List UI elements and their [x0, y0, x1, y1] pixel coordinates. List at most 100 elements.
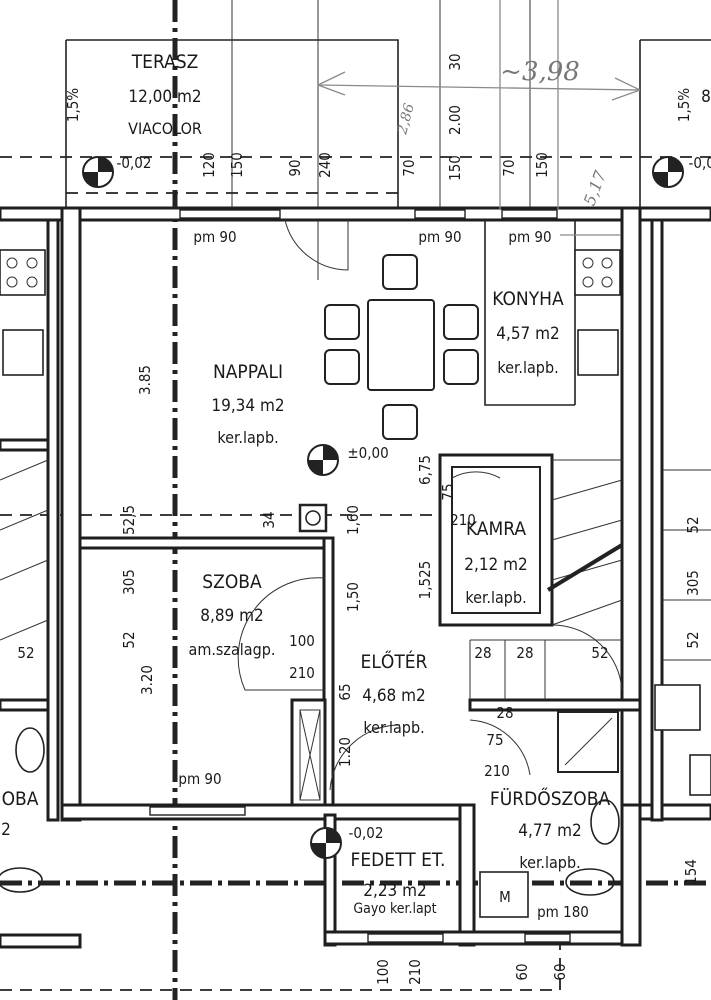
pencil-annotations	[317, 0, 641, 236]
dimension-label: 52	[591, 644, 608, 662]
room-area: 12,00 m2	[128, 87, 201, 107]
dimension-label: 154	[682, 859, 700, 885]
dimension-label: 2.00	[446, 105, 464, 135]
dimension-label: 305	[120, 569, 138, 595]
dimension-label: 70	[500, 159, 518, 176]
dimension-label: 52	[684, 631, 702, 648]
windows	[149, 209, 571, 943]
chimney-flue	[305, 510, 321, 526]
dimension-label: pm 180	[537, 903, 589, 921]
room-eloter: ELŐTÉR 4,68 m2 ker.lapb.	[361, 649, 428, 737]
dimension-label: 100	[289, 632, 315, 650]
dimension-label: M	[499, 888, 511, 906]
dimension-label: 210	[289, 664, 315, 682]
dimension-label: 75	[486, 731, 503, 749]
dimension-label: 1.20	[336, 737, 354, 767]
level-marker-icon	[310, 827, 342, 859]
dimension-label: 6,75	[416, 455, 434, 485]
handwritten-note: 5,17	[580, 167, 610, 208]
terrace-outline	[0, 0, 711, 280]
room-name: KAMRA	[466, 518, 526, 540]
dimension-label: 3.85	[136, 365, 154, 395]
dimension-label: 52	[120, 631, 138, 648]
dimension-label: 70	[400, 159, 418, 176]
room-name: KONYHA	[492, 288, 564, 310]
dimension-label: 210	[450, 511, 476, 529]
dimension-label: 3.20	[138, 665, 156, 695]
bathroom-fixtures	[0, 684, 711, 918]
room-name: SZOBA	[202, 571, 262, 593]
room-floor: am.szalagp.	[189, 640, 276, 659]
dimension-label: 28	[516, 644, 533, 662]
level-marker-icon	[307, 444, 339, 476]
dimension-label: 75	[439, 483, 457, 500]
handwritten-note: ~3,98	[500, 57, 580, 87]
dimension-label: pm 90	[508, 228, 551, 246]
dining-table	[324, 254, 479, 440]
room-area: 2	[1, 820, 11, 840]
level-label: -0,02	[689, 154, 711, 172]
room-name: NAPPALI	[213, 361, 283, 383]
room-furdoszoba: FÜRDŐSZOBA 4,77 m2 ker.lapb.	[490, 786, 611, 872]
dimension-label: 150	[228, 152, 246, 178]
dimension-label: 210	[406, 959, 424, 985]
dimension-label: 1,525	[416, 561, 434, 600]
room-area: 4,57 m2	[496, 324, 560, 344]
room-floor: ker.lapb.	[465, 588, 526, 607]
dimension-label: 28	[474, 644, 491, 662]
level-label: -0,02	[349, 824, 384, 842]
room-szoba: SZOBA 8,89 m2 am.szalagp.	[189, 571, 276, 659]
dimension-label: pm 90	[178, 770, 221, 788]
room-area: 8,89 m2	[200, 606, 264, 626]
dimension-label: 30	[446, 53, 464, 70]
room-nappali: NAPPALI 19,34 m2 ker.lapb.	[211, 361, 284, 447]
room-floor: VIACOLOR	[128, 119, 202, 138]
room-area: 2,12 m2	[464, 555, 528, 575]
level-label: ±0,00	[347, 444, 388, 462]
room-terasz: TERASZ 12,00 m2 VIACOLOR	[128, 51, 202, 138]
room-area: 2,23 m2	[363, 881, 427, 901]
handwritten-notes: ~3,982,865,17	[394, 57, 610, 208]
room-name: OBA	[2, 788, 39, 810]
room-floor: ker.lapb.	[217, 428, 278, 447]
dimension-label: 52	[684, 516, 702, 533]
room-name: TERASZ	[131, 51, 199, 73]
level-marker-icon	[652, 156, 684, 188]
room-konyha: KONYHA 4,57 m2 ker.lapb.	[492, 288, 564, 377]
room-name: FEDETT ET.	[351, 849, 446, 871]
room-area: 19,34 m2	[211, 396, 284, 416]
room-floor: ker.lapb.	[519, 853, 580, 872]
dimension-label: 240	[316, 152, 334, 178]
room-floor: ker.lapb.	[363, 718, 424, 737]
level-marker-icon	[82, 156, 114, 188]
kitchen-counter	[0, 220, 621, 406]
chimney	[298, 503, 328, 533]
dimension-label: 100	[374, 959, 392, 985]
dimension-label: 52	[17, 644, 34, 662]
dimension-label: 90	[286, 159, 304, 176]
section-line-bottom	[0, 935, 561, 991]
dimension-label: 34	[260, 511, 278, 528]
room-area: 8	[701, 87, 711, 107]
dimension-label: pm 90	[193, 228, 236, 246]
doors	[237, 219, 531, 801]
staircase	[0, 459, 711, 700]
dimension-label: 60	[551, 963, 569, 980]
room-area: 4,68 m2	[362, 686, 426, 706]
dimension-label: 52,5	[120, 505, 138, 535]
room-name: FÜRDŐSZOBA	[490, 786, 611, 810]
dimension-label: pm 90	[418, 228, 461, 246]
dimension-label: 28	[496, 704, 513, 722]
dimension-label: 1,50	[344, 582, 362, 612]
slope-label: 1,5%	[64, 88, 82, 122]
dimension-label: 1,60	[344, 505, 362, 535]
dimension-label: 120	[200, 152, 218, 178]
dimension-label: 210	[484, 762, 510, 780]
room-floor: ker.lapb.	[497, 358, 558, 377]
room-fedett-et: FEDETT ET. 2,23 m2 Gayo ker.lapt	[351, 849, 446, 917]
slope-label: 1,5%	[675, 88, 693, 122]
dimension-label: 150	[446, 155, 464, 181]
level-label: -0,02	[117, 154, 152, 172]
